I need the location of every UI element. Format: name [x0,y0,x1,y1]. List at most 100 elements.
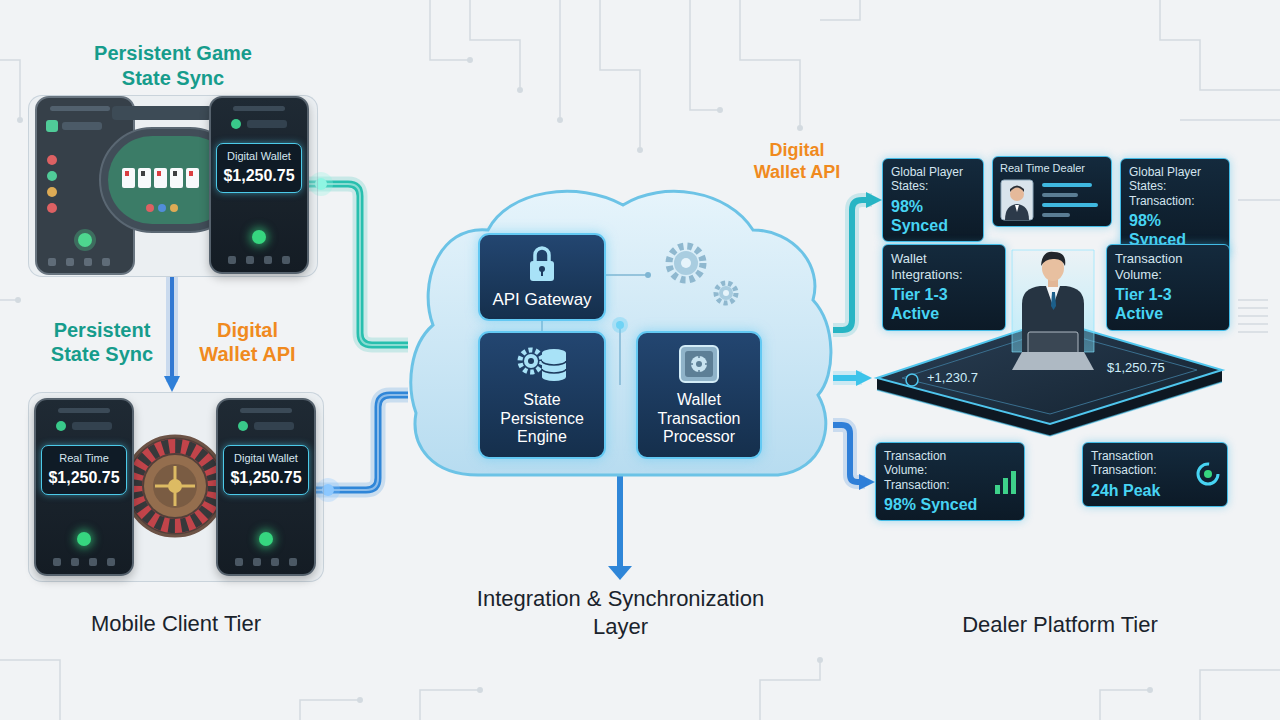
service-box: API Gateway [478,233,606,321]
nav-icon [107,558,115,566]
status-bar [240,408,292,413]
dealer-avatar [1000,179,1034,221]
trace-node [17,117,23,123]
trace-node [557,117,563,123]
circuit-trace [1238,300,1268,332]
dealer-avatar [1015,205,1019,212]
dealer-platform [877,382,1222,436]
connector-glow [166,277,178,382]
layer-heading: Integration & Synchronization Layer [461,585,781,640]
edge-label: Digital Wallet API [748,140,846,183]
circuit-trace [420,690,480,720]
connector-glow [316,395,408,490]
trace-node [467,57,473,63]
component-icon [520,350,542,372]
connector-glow [833,425,865,482]
phone-screen: Real Time$1,250.75 [34,398,134,576]
dealer-platform [872,312,1227,438]
dealer-avatar [1010,186,1024,193]
nav-icon [282,256,290,264]
app-header [231,119,287,129]
component-icon [676,343,722,385]
connector-glow [833,371,862,385]
dealer-platform [1028,332,1078,354]
cloud-shape [541,321,543,331]
trace-node [717,107,723,113]
circuit-trace [740,0,800,128]
tier-label: Dealer Platform Tier [900,612,1220,639]
component-icon [685,351,713,377]
trace-node [797,125,803,131]
wallet-title: Digital Wallet [227,452,305,465]
wallet-card: Digital Wallet $1,250.75 [223,445,309,495]
pipe-highlight [309,184,408,345]
tier-label: Digital Wallet API [190,318,305,367]
nav-icon [253,558,261,566]
app-bar [247,120,287,128]
wallet-card: Digital Wallet$1,250.75 [216,143,302,193]
circuit-trace [0,660,60,720]
component-icon [523,244,561,284]
dealer-avatar [1001,180,1033,220]
trace-node [637,147,643,153]
status-icon [1195,461,1221,487]
device-group: Mobile Client TierReal Time$1,250.75Digi… [28,392,324,582]
status-bars [1042,179,1102,219]
circuit-trace [1180,119,1280,121]
cloud-shape [645,272,651,278]
component-icon [514,343,570,385]
wallet-title: Real Time [45,452,123,465]
circuit-trace [1200,670,1280,720]
nav-bar [235,558,297,566]
cloud-shape [408,185,833,485]
trace-node [357,697,363,703]
component-label: API Gateway [492,290,591,310]
metric-value: 98% Synced [884,495,990,514]
nav-icon [246,256,254,264]
wallet-balance: $1,250.75 [227,468,305,488]
metric-panel: Transaction Volume: Transaction:98% Sync… [875,442,1025,521]
status-icon [1011,471,1016,494]
nav-icon [264,256,272,264]
circuit-trace [690,0,720,110]
nav-icon [289,558,297,566]
trace-node [1147,687,1153,693]
component-label: Wallet Transaction Processor [644,391,754,446]
down-arrow [608,566,632,580]
app-bar [254,422,294,430]
cloud-shape [716,283,736,303]
circuit-trace [820,0,860,20]
status-bar [233,106,285,111]
nav-icon [235,558,243,566]
connector-line [833,425,865,482]
component-icon [542,361,566,373]
metric-label: Global Player States: Transaction: [1129,165,1221,208]
edge-label: Persistent State Sync [40,318,164,366]
connector [172,277,173,382]
platform-slab: +1,230.7$1,250.75 [872,312,1227,438]
service-box: State Persistence Engine [478,331,606,459]
component-icon [541,270,543,276]
app-icon [238,421,248,431]
dealer-platform [902,330,1197,414]
platform-readout: +1,230.7 [927,370,978,386]
circuit-trace [600,0,640,150]
metric-value: 98% Synced [891,197,975,235]
component-icon [524,354,538,368]
metric-value: 24h Peak [1091,481,1193,500]
status-bars [1042,193,1078,197]
component-icon [528,358,534,364]
dealer-avatar [1005,204,1029,220]
component-icon [680,346,718,382]
connector-line [170,277,174,382]
connector [833,200,872,330]
app-header [56,421,112,431]
circuit-trace [1160,0,1280,90]
connector [833,425,865,482]
component-icon [696,361,702,367]
metric-panel: Transaction Transaction:24h Peak [1082,442,1228,507]
metric-label: Wallet Integrations: [891,251,997,282]
app-icon [231,119,241,129]
service-box: Wallet Transaction Processor [636,331,762,459]
